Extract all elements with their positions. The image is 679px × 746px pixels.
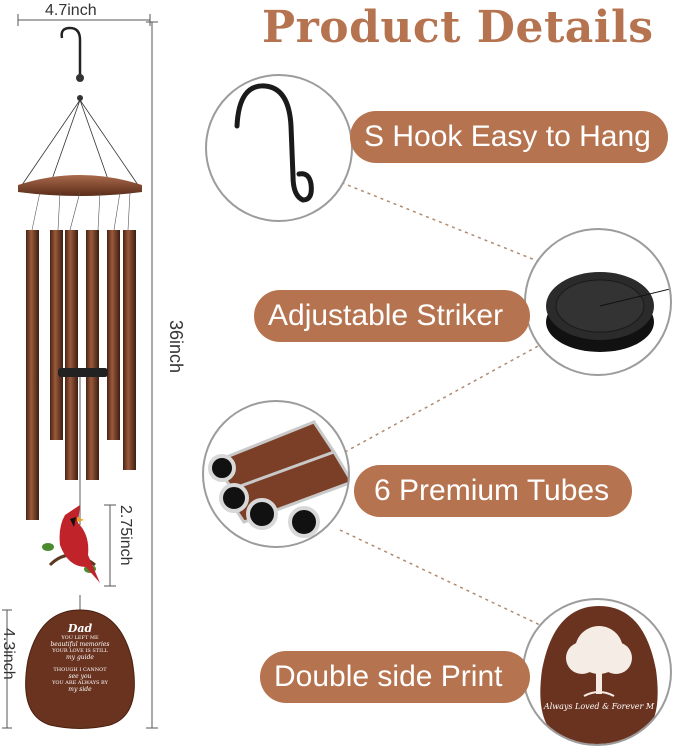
plate-line: THOUGH I CANNOT bbox=[53, 667, 107, 673]
feature-adjustable-striker: Adjustable Striker bbox=[254, 290, 530, 342]
tree-of-life-icon bbox=[540, 606, 658, 744]
plate-back-image: Always Loved & Forever M bbox=[522, 598, 672, 746]
height-label: 36inch bbox=[166, 320, 186, 374]
plate-line: beautiful memories bbox=[50, 641, 110, 648]
page-title: Product Details bbox=[262, 2, 654, 53]
plate-heading: Dad bbox=[67, 622, 93, 635]
striker-detail-image bbox=[524, 228, 672, 376]
s-hook-icon bbox=[234, 83, 314, 203]
plate-line: YOUR LOVE IS STILL bbox=[52, 648, 108, 654]
tubes-detail-image bbox=[202, 400, 350, 548]
wind-chime-illustration bbox=[18, 26, 142, 729]
tubes-icon bbox=[208, 420, 348, 538]
feature-double-side-print: Double side Print bbox=[260, 651, 530, 703]
hook-detail-image bbox=[205, 74, 353, 222]
width-label: 4.7inch bbox=[45, 2, 97, 19]
plate-back-script: Always Loved & Forever M bbox=[543, 702, 655, 711]
feature-s-hook: S Hook Easy to Hang bbox=[350, 111, 668, 163]
striker-disc-icon bbox=[546, 272, 670, 352]
plate-line: YOU LEFT ME bbox=[61, 635, 99, 641]
plate-line: my side bbox=[68, 686, 92, 693]
feature-premium-tubes: 6 Premium Tubes bbox=[354, 465, 632, 517]
plate-line: see you bbox=[68, 673, 92, 680]
plate-line: YOU ARE ALWAYS BY bbox=[52, 680, 108, 686]
plate-line: my guide bbox=[65, 654, 94, 661]
plate-front-text: Dad YOU LEFT ME beautiful memories YOUR … bbox=[28, 622, 132, 693]
